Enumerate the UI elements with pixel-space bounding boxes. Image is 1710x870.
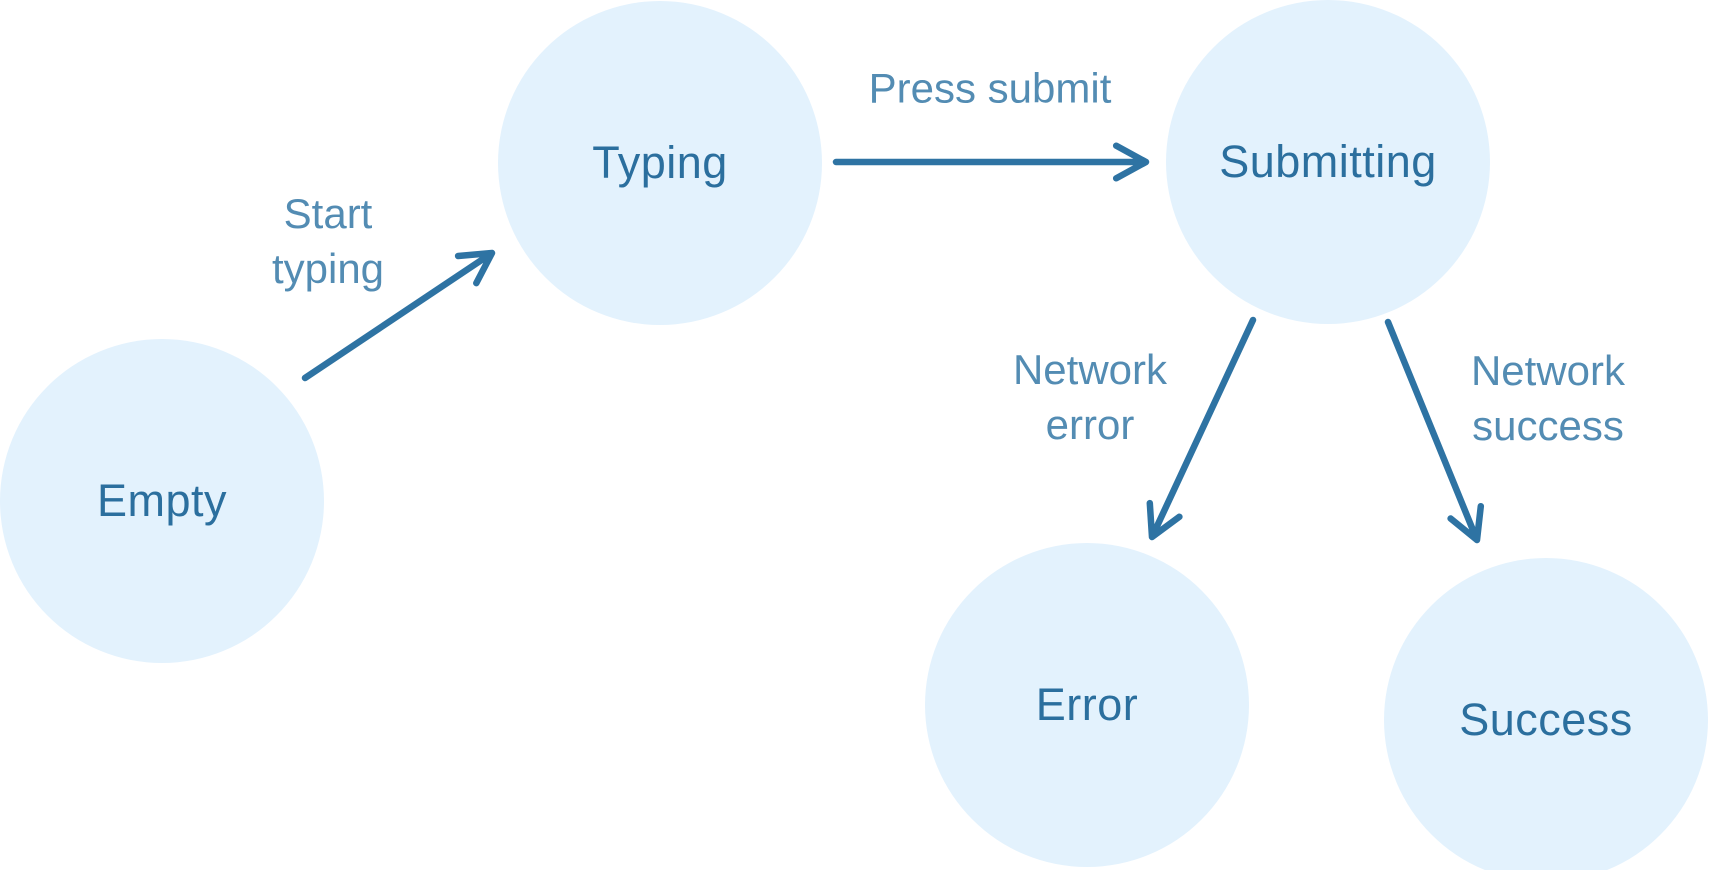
transition-arrow-press-submit	[832, 142, 1150, 182]
state-label-empty: Empty	[96, 475, 228, 526]
state-node-error[interactable]: Error	[925, 543, 1249, 867]
state-label-success: Success	[1459, 694, 1633, 745]
transition-arrow-network-error	[1146, 316, 1257, 541]
transition-label-press-submit: Press submit	[869, 61, 1112, 116]
state-label-error: Error	[1035, 679, 1139, 730]
transition-label-network-error: Network error	[1013, 342, 1167, 452]
transition-label-line: Network	[1012, 346, 1168, 393]
transition-label-start-typing: Start typing	[272, 186, 384, 296]
transition-label-network-success: Network success	[1471, 343, 1625, 453]
state-node-submitting[interactable]: Submitting	[1166, 0, 1490, 324]
state-node-typing[interactable]: Typing	[498, 1, 822, 325]
transition-label-line: Start	[283, 190, 373, 237]
state-label-typing: Typing	[592, 137, 728, 188]
transition-label-line: Press submit	[868, 64, 1112, 112]
state-node-success[interactable]: Success	[1384, 558, 1708, 870]
transition-label-line: success	[1472, 402, 1624, 449]
state-label-submitting: Submitting	[1219, 136, 1437, 187]
state-node-empty[interactable]: Empty	[0, 339, 324, 663]
transition-label-line: Network	[1470, 347, 1626, 394]
transition-label-line: error	[1045, 401, 1135, 448]
transition-arrow-start-typing	[301, 249, 496, 382]
transition-arrow-network-success	[1384, 318, 1485, 544]
transition-label-line: typing	[271, 245, 385, 292]
